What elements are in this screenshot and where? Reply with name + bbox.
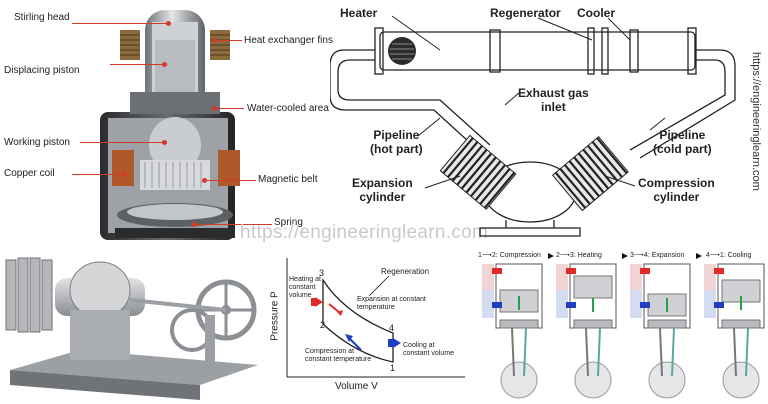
leader-line bbox=[196, 224, 272, 225]
cycle-steps-panel: 1⟶2: Compression 2⟶3: Heating 3⟶4: Expan… bbox=[474, 250, 768, 404]
leader-line bbox=[72, 174, 124, 175]
pv-annotation-expansion: Expansion at constant temperature bbox=[357, 296, 426, 311]
hot-flow-arrow bbox=[640, 268, 650, 274]
connecting-rod bbox=[733, 327, 737, 377]
pv-annotation-compression: Compression at constant temperature bbox=[305, 348, 372, 363]
leader-line bbox=[110, 64, 164, 65]
leader-dot bbox=[122, 172, 127, 177]
label-copper-coil: Copper coil bbox=[4, 168, 55, 179]
hot-flow-arrow bbox=[714, 268, 724, 274]
leader-dot bbox=[212, 38, 217, 43]
pv-diagram-svg bbox=[286, 258, 465, 378]
flywheel bbox=[574, 361, 612, 399]
cooler-strip bbox=[704, 290, 716, 318]
pv-regeneration-label: Regeneration bbox=[381, 267, 430, 276]
label-stirling-head: Stirling head bbox=[14, 12, 70, 23]
flywheel bbox=[500, 361, 538, 399]
power-piston bbox=[721, 319, 761, 329]
step-arrow-icon bbox=[696, 253, 702, 259]
label-pipeline-cold: Pipeline (cold part) bbox=[653, 128, 712, 156]
cold-flow-arrow bbox=[640, 302, 650, 308]
pv-point-2: 2 bbox=[320, 320, 326, 330]
step-arrow-icon bbox=[622, 253, 628, 259]
label-heat-exchanger-fins: Heat exchanger fins bbox=[244, 35, 333, 46]
power-piston bbox=[573, 319, 613, 329]
pv-y-axis-label: Pressure P bbox=[269, 291, 281, 341]
label-heater: Heater bbox=[340, 6, 378, 20]
cycle-steps-svg bbox=[482, 253, 765, 399]
label-compression-cylinder: Compression cylinder bbox=[638, 176, 715, 204]
label-regenerator: Regenerator bbox=[490, 6, 561, 20]
pv-annotation-cooling: Cooling at constant volume bbox=[403, 342, 454, 357]
label-pipeline-hot: Pipeline (hot part) bbox=[370, 128, 423, 156]
label-spring: Spring bbox=[274, 217, 303, 228]
cycle-step-4-label: 4⟶1: Cooling bbox=[706, 252, 752, 259]
pv-point-3: 3 bbox=[319, 268, 325, 278]
cooler-strip bbox=[630, 290, 642, 318]
leader-line bbox=[80, 142, 164, 143]
pv-point-1: 1 bbox=[390, 363, 396, 373]
alpha-engine-panel: Heater Regenerator Cooler Exhaust gas in… bbox=[330, 0, 740, 250]
stirling-cutaway-panel: Stirling head Displacing piston Working … bbox=[0, 0, 340, 250]
hot-flow-arrow bbox=[492, 268, 502, 274]
connecting-rod bbox=[585, 327, 589, 377]
leader-dot bbox=[162, 62, 167, 67]
leader-line bbox=[206, 180, 256, 181]
hot-flow-arrow bbox=[566, 268, 576, 274]
pv-diagram-panel: 3 2 4 1 Regeneration Heating at constant… bbox=[265, 250, 470, 404]
leader-line bbox=[216, 40, 242, 41]
watermark-center: https://engineeringlearn.com bbox=[240, 222, 489, 243]
cold-flow-arrow bbox=[492, 302, 502, 308]
flywheel bbox=[722, 361, 760, 399]
label-water-cooled-area: Water-cooled area bbox=[247, 103, 329, 114]
connecting-rod bbox=[745, 327, 749, 377]
leader-line bbox=[216, 108, 244, 109]
connecting-rod bbox=[523, 327, 527, 377]
leader-dot bbox=[212, 106, 217, 111]
leader-dot bbox=[202, 178, 207, 183]
power-piston bbox=[499, 319, 539, 329]
cold-flow-arrow bbox=[566, 302, 576, 308]
label-displacing-piston: Displacing piston bbox=[4, 65, 80, 76]
stirling-cutaway-illustration bbox=[100, 10, 240, 240]
leader-line bbox=[72, 23, 168, 24]
leader-dot bbox=[166, 21, 171, 26]
leader-dot bbox=[192, 222, 197, 227]
cooler-strip bbox=[556, 290, 568, 318]
power-piston bbox=[647, 319, 687, 329]
flywheel bbox=[648, 361, 686, 399]
cycle-step-1-label: 1⟶2: Compression bbox=[478, 252, 541, 259]
watermark-vertical: https://engineeringlearn.com bbox=[750, 52, 762, 191]
connecting-rod bbox=[671, 327, 675, 377]
connecting-rod bbox=[659, 327, 663, 377]
alpha-engine-schematic bbox=[330, 15, 736, 237]
connecting-rod bbox=[511, 327, 515, 377]
pv-x-axis-label: Volume V bbox=[335, 381, 378, 392]
label-exhaust-gas-inlet: Exhaust gas inlet bbox=[518, 86, 589, 114]
displacer bbox=[573, 275, 613, 299]
label-working-piston: Working piston bbox=[4, 137, 70, 148]
pv-point-4: 4 bbox=[389, 323, 395, 333]
cycle-step-2-label: 2⟶3: Heating bbox=[556, 252, 602, 259]
step-arrow-icon bbox=[548, 253, 554, 259]
toy-engine-panel bbox=[0, 250, 270, 404]
pv-annotation-heating: Heating at constant volume bbox=[289, 276, 321, 299]
label-magnetic-belt: Magnetic belt bbox=[258, 174, 318, 185]
cycle-step-3-label: 3⟶4: Expansion bbox=[630, 252, 685, 259]
connecting-rod bbox=[597, 327, 601, 377]
label-expansion-cylinder: Expansion cylinder bbox=[352, 176, 413, 204]
toy-engine-illustration bbox=[5, 257, 258, 400]
cooler-strip bbox=[482, 290, 494, 318]
label-cooler: Cooler bbox=[577, 6, 616, 20]
cold-flow-arrow bbox=[714, 302, 724, 308]
leader-dot bbox=[162, 140, 167, 145]
